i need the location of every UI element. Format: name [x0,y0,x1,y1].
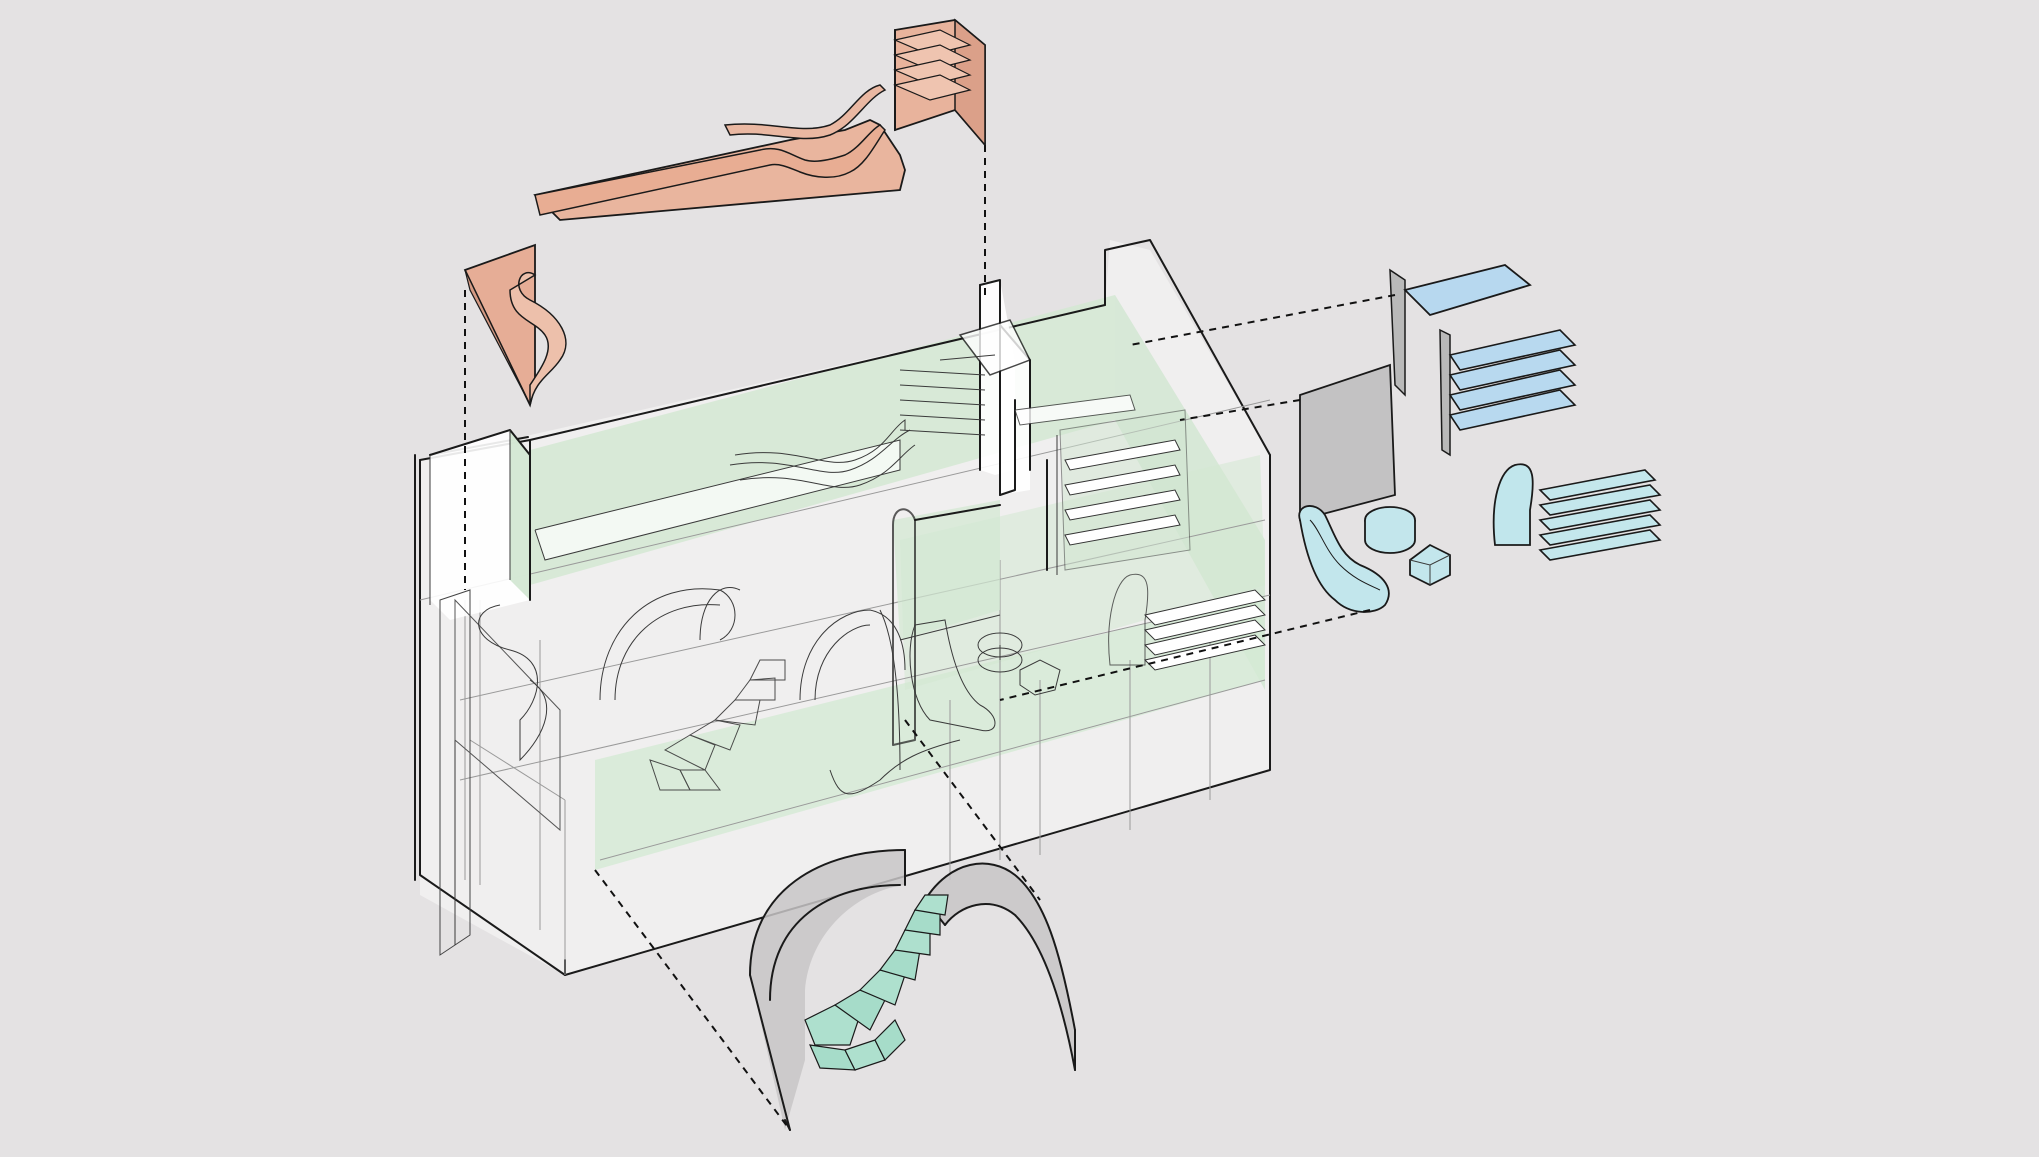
right-stair-ghost [1108,573,1266,671]
left-s-wall-ghost [478,604,548,762]
back-ribbon-ghost [534,419,916,561]
right-shelving-ghost [1014,394,1191,575]
salmon-s-wall [463,243,567,408]
central-stack [899,279,1032,496]
booth-ghost [909,619,1061,732]
salmon-fin-stack [893,18,986,148]
cyan-round-table [1364,506,1416,554]
middle-partition [892,500,1001,746]
grey-panel [1299,363,1396,522]
mint-spiral-stair [804,894,949,1071]
cyan-booth [1298,505,1390,613]
salmon-ribbon [533,84,906,221]
cyan-hex-table [1409,543,1451,587]
dark-vertical-blades [1389,268,1451,457]
blue-shelves [1448,329,1577,431]
bottom-arch-left [749,849,906,1131]
leader-lines [464,145,1396,1131]
cyan-stair-block [1492,463,1662,561]
interior-arches-ghost [599,587,961,795]
floor-glass-band [595,595,1265,870]
blue-canopy [1403,264,1532,317]
left-column [429,429,561,956]
